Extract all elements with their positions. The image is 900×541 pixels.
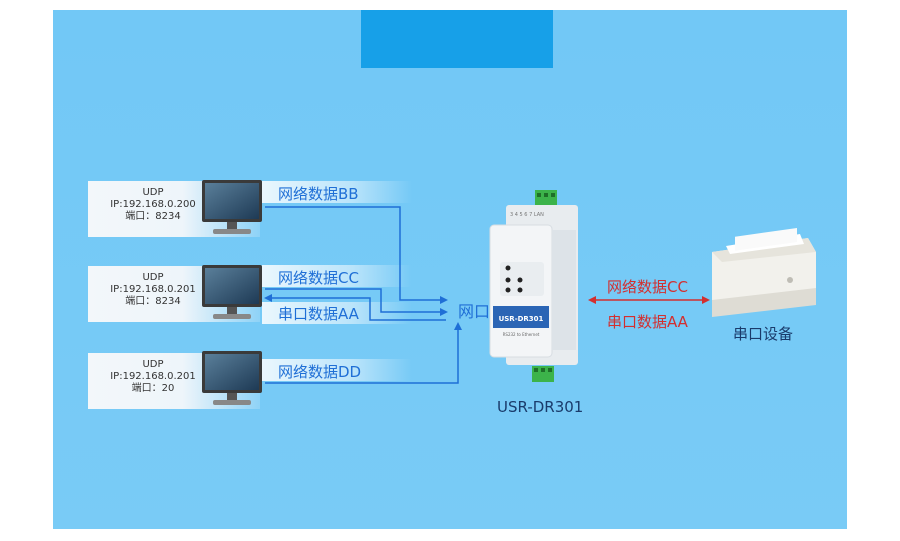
- pc2-ip: IP:192.168.0.201: [110, 284, 196, 295]
- usr-dr301-module: 3 4 5 6 7 LAN USR-DR301 RS232 to Etherne…: [489, 190, 578, 382]
- serial-label-network-data-cc: 网络数据CC: [607, 278, 688, 296]
- pc3-ip: IP:192.168.0.201: [110, 371, 196, 382]
- flow-line-aa: [264, 294, 446, 321]
- serial-label-serial-data-aa: 串口数据AA: [607, 313, 688, 331]
- flow-line-cc: [265, 288, 448, 316]
- title-banner: [361, 10, 553, 68]
- label-network-data-bb: 网络数据BB: [278, 185, 359, 203]
- monitor-icon-1: [202, 180, 262, 234]
- pc1-port: 端口：8234: [125, 211, 181, 222]
- module-front-caption: RS232 to Ethernet: [503, 332, 540, 337]
- module-top-labels: 3 4 5 6 7 LAN: [510, 212, 544, 218]
- flow-line-dd: [265, 322, 462, 384]
- pc1-protocol: UDP: [142, 187, 164, 198]
- pc3-protocol: UDP: [142, 359, 164, 370]
- label-band-cc: [262, 265, 412, 287]
- flow-line-bb: [265, 206, 448, 304]
- monitor-icon-2: [202, 265, 262, 319]
- label-serial-data-aa: 串口数据AA: [278, 305, 359, 323]
- module-name-label: USR-DR301: [497, 398, 584, 416]
- pc1-ip: IP:192.168.0.200: [110, 199, 196, 210]
- serial-printer-icon: [712, 227, 816, 317]
- serial-device-label: 串口设备: [733, 325, 794, 343]
- label-network-data-cc: 网络数据CC: [278, 269, 359, 287]
- monitor-icon-3: [202, 351, 262, 405]
- pc3-port: 端口：20: [131, 383, 175, 394]
- pc2-protocol: UDP: [142, 272, 164, 283]
- label-band-bb: [262, 181, 412, 203]
- module-logo: USR-DR301: [499, 315, 544, 323]
- label-network-data-dd: 网络数据DD: [278, 363, 362, 381]
- label-band-dd: [262, 359, 412, 381]
- label-band-aa: [262, 302, 412, 324]
- pc2-port: 端口：8234: [125, 296, 181, 307]
- net-port-label: 网口: [458, 302, 491, 321]
